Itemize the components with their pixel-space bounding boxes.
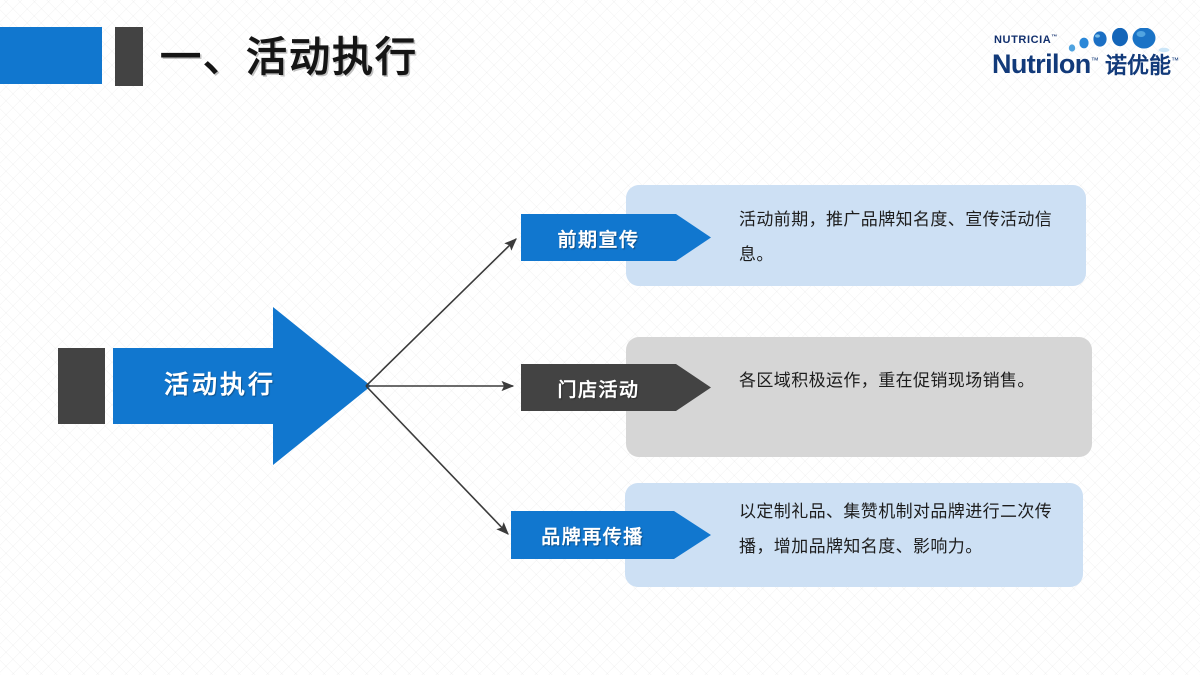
connector-line-3: [365, 385, 509, 535]
connector-line-1: [365, 238, 517, 387]
logo-brand-text: Nutrilon: [992, 49, 1091, 79]
branch-textbox-3: 以定制礼品、集赞机制对品牌进行二次传播，增加品牌知名度、影响力。: [625, 483, 1083, 587]
logo-parent-brand-text: NUTRICIA: [994, 34, 1052, 46]
logo-brand: Nutrilon™ 诺优能™: [992, 48, 1179, 80]
branch-chevron-1[interactable]: [521, 214, 711, 261]
branch-chevron-2[interactable]: [521, 364, 711, 411]
branch-description-1: 活动前期，推广品牌知名度、宣传活动信息。: [739, 210, 1053, 265]
branch-description-2: 各区域积极运作，重在促销现场销售。: [739, 371, 1035, 391]
branch-textbox-1: 活动前期，推广品牌知名度、宣传活动信息。: [626, 185, 1086, 286]
logo-brand-cn-tm: ™: [1171, 56, 1179, 65]
branch-chevron-3[interactable]: [511, 511, 711, 559]
branch-textbox-2: 各区域积极运作，重在促销现场销售。: [626, 337, 1092, 457]
logo-brand-cn: 诺优能: [1105, 54, 1172, 79]
source-accent-block: [58, 348, 105, 424]
logo-parent-tm: ™: [1051, 34, 1058, 41]
brand-logo: NUTRICIA™ Nutrilon™ 诺优能™: [992, 28, 1192, 88]
header-accent-dark-block: [115, 27, 143, 86]
logo-brand-tm: ™: [1090, 56, 1099, 65]
source-arrow-shape: [113, 307, 371, 465]
header-accent-blue-block: [0, 27, 102, 84]
page-title: 一、活动执行: [160, 33, 418, 81]
logo-dots-icon: [1068, 28, 1170, 53]
branch-description-3: 以定制礼品、集赞机制对品牌进行二次传播，增加品牌知名度、影响力。: [739, 502, 1053, 557]
logo-parent-brand: NUTRICIA™: [994, 34, 1058, 46]
